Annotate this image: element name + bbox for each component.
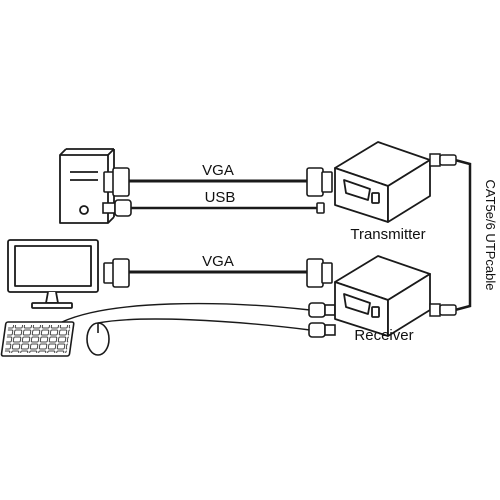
- mouse-icon: [86, 322, 110, 356]
- transmitter-box: [334, 141, 431, 223]
- vga-cable-bottom: [103, 258, 333, 288]
- keyboard-mouse-usb-cables: [61, 302, 336, 338]
- monitor-icon: [7, 239, 99, 309]
- usb-connector-icon: [308, 302, 336, 338]
- cable-type-label: CAT5e/6 UTPcable: [483, 179, 498, 290]
- receiver-label: Receiver: [354, 327, 413, 344]
- keyboard-icon: [0, 321, 75, 357]
- vga-connector-icon: [103, 167, 333, 197]
- vga-port-icon: [343, 293, 371, 315]
- computer-tower-icon: [59, 148, 115, 224]
- usb-connector-icon: [102, 199, 325, 217]
- vga-cable-top: [103, 167, 333, 197]
- receiver-box: [334, 255, 431, 337]
- usb-cable: [102, 199, 325, 217]
- vga-top-label: VGA: [202, 162, 234, 179]
- vga-connector-icon: [103, 258, 333, 288]
- vga-port-icon: [343, 179, 371, 201]
- rj45-connector-icon: [429, 153, 457, 317]
- usb-label: USB: [205, 189, 236, 206]
- vga-bottom-label: VGA: [202, 253, 234, 270]
- utp-cable: [429, 153, 472, 317]
- transmitter-label: Transmitter: [350, 226, 425, 243]
